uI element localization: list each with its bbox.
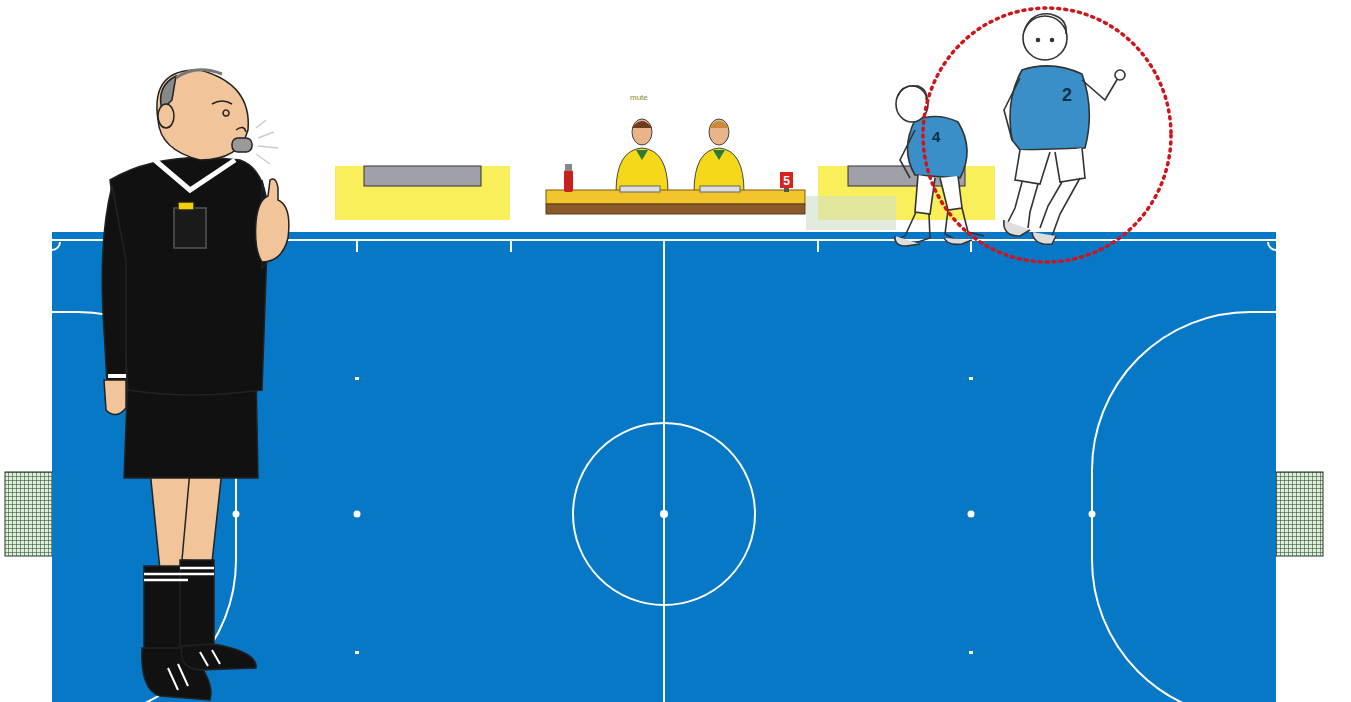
bench (364, 166, 481, 186)
label-text: 5 (783, 175, 790, 187)
label-text: mute (630, 94, 648, 102)
player-out (895, 86, 984, 246)
label-text: 4 (932, 129, 940, 144)
table (546, 164, 805, 214)
label-text: 2 (1062, 86, 1072, 104)
timekeeper (616, 119, 744, 192)
goal-net (5, 472, 52, 556)
referee (102, 70, 289, 700)
shirt-number: 4 (932, 128, 940, 146)
number-board (780, 172, 793, 188)
substitution-zone (335, 166, 510, 220)
player-in (1004, 14, 1125, 244)
bottle (564, 170, 573, 192)
floor-patch (806, 196, 896, 230)
highlight-circle (923, 8, 1171, 262)
note-text: mute (630, 86, 648, 104)
goal-net (1276, 472, 1323, 556)
board-number: 5 (783, 171, 790, 189)
court-marks (233, 377, 1096, 654)
shirt-number: 2 (1062, 86, 1072, 105)
